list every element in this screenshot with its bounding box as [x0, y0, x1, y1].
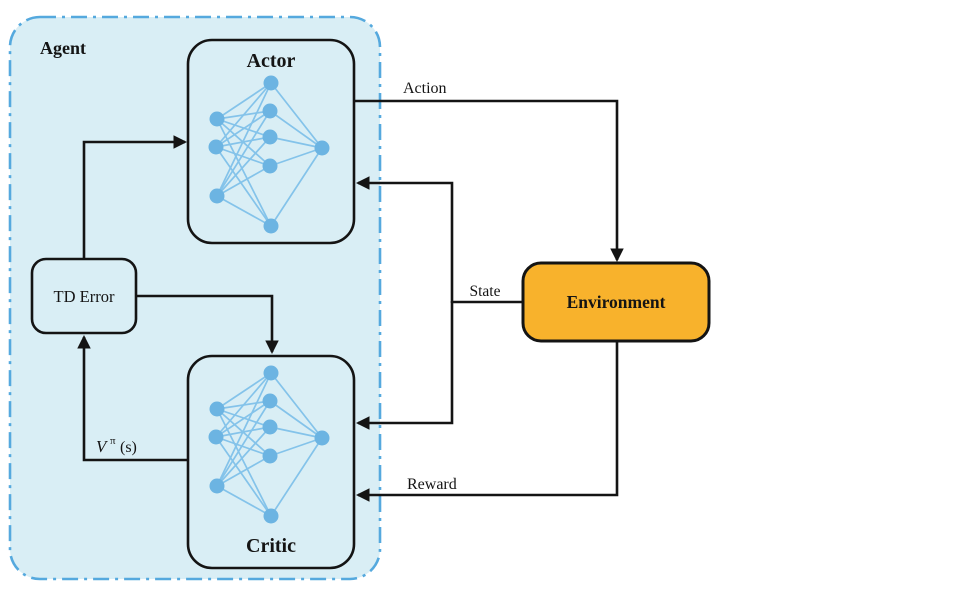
nn-node [262, 393, 278, 409]
nn-edge [269, 437, 323, 457]
nn-edge [216, 426, 271, 487]
nn-node [263, 508, 279, 524]
value-pi-superscript: π [110, 435, 116, 447]
nn-node [262, 419, 278, 435]
nn-node [263, 218, 279, 234]
nn-edge [216, 82, 272, 197]
nn-edge [269, 136, 323, 149]
nn-node [209, 188, 225, 204]
nn-node [208, 429, 224, 445]
nn-node [314, 430, 330, 446]
nn-edge [215, 146, 271, 167]
td-error-to-actor-arrow [82, 135, 188, 259]
nn-node [262, 158, 278, 174]
nn-edge [216, 372, 272, 487]
nn-edge [216, 136, 271, 197]
nn-edge [270, 147, 323, 227]
value-arg-text: (s) [120, 439, 137, 456]
nn-edge [269, 426, 323, 439]
nn-edge [216, 485, 272, 517]
nn-node [262, 129, 278, 145]
state-to-critic-arrow [355, 301, 454, 430]
actor-neural-network [208, 75, 330, 234]
nn-edge [216, 400, 271, 487]
reward-arrow [355, 341, 619, 502]
nn-edge [215, 372, 272, 438]
nn-node [263, 365, 279, 381]
nn-edge [215, 436, 271, 457]
nn-edge [269, 147, 323, 167]
state-to-actor-arrow [355, 176, 454, 303]
nn-node [209, 478, 225, 494]
nn-edge [216, 408, 272, 517]
nn-node [262, 448, 278, 464]
action-arrow [354, 99, 624, 263]
nn-edge [216, 82, 272, 120]
critic-neural-network [208, 365, 330, 524]
actor-label: Actor [247, 50, 296, 72]
nn-node [314, 140, 330, 156]
nn-node [262, 103, 278, 119]
state-label: State [470, 283, 501, 300]
nn-edge [215, 110, 271, 148]
nn-edge [270, 82, 323, 149]
nn-edge [215, 82, 272, 148]
nn-node [208, 139, 224, 155]
nn-edge [215, 146, 272, 227]
nn-edge [269, 400, 323, 439]
nn-node [209, 111, 225, 127]
td-error-to-critic-arrow [136, 294, 279, 355]
nn-node [209, 401, 225, 417]
nn-edge [216, 195, 272, 227]
nn-edge [216, 372, 272, 410]
nn-edge [215, 400, 271, 438]
nn-edge [216, 165, 271, 197]
nn-edge [216, 118, 272, 227]
nn-edge [216, 455, 271, 487]
nn-node [263, 75, 279, 91]
agent-label: Agent [40, 38, 86, 58]
value-function-label: V π (s) [96, 435, 137, 456]
td-error-label: TD Error [54, 287, 115, 306]
reward-label: Reward [407, 476, 457, 493]
nn-edge [215, 436, 272, 517]
environment-label: Environment [567, 292, 666, 312]
critic-value-to-td-error-arrow [77, 334, 188, 462]
value-v-text: V [96, 437, 109, 456]
nn-edge [270, 437, 323, 517]
nn-edge [270, 372, 323, 439]
action-label: Action [403, 80, 447, 97]
critic-label: Critic [246, 535, 296, 557]
nn-edge [269, 110, 323, 149]
nn-edge [216, 110, 271, 197]
